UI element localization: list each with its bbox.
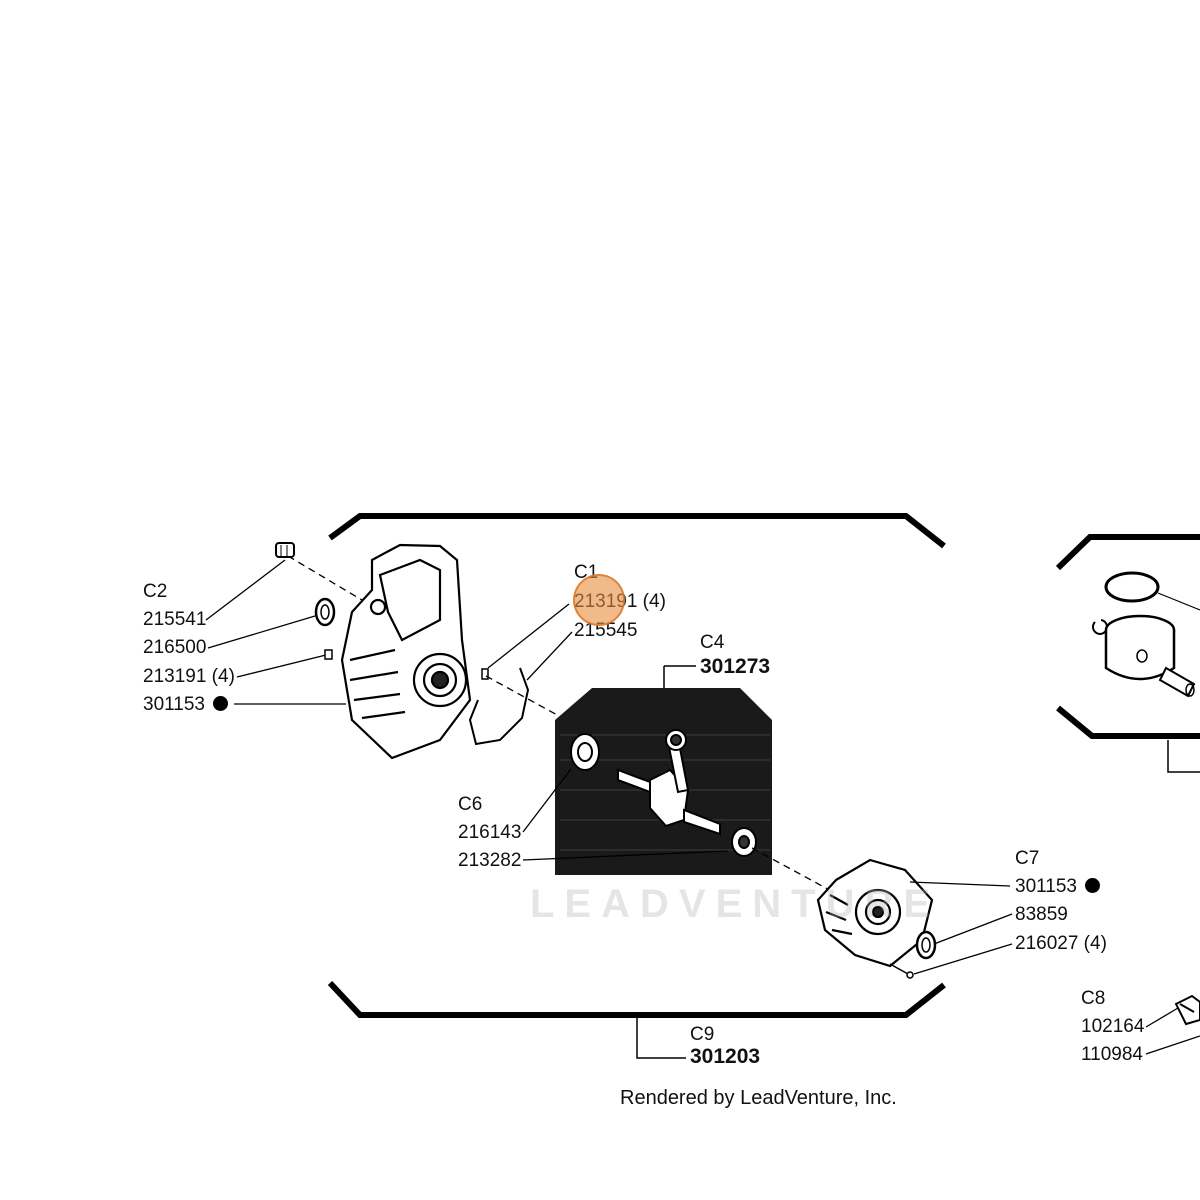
c1-leaders [487,603,573,681]
section-bracket-top [328,513,946,549]
part-number-link[interactable]: 216143 [458,822,522,843]
part-number-link[interactable]: 216500 [143,637,207,658]
c6-callout: C6 [458,794,483,815]
piston-ring [1104,571,1160,603]
part-number-text: 301153 [1015,876,1077,897]
part-number-link[interactable]: 301203 [690,1045,761,1068]
c8-leaders [1145,1007,1200,1055]
left-seal [314,597,336,627]
part-number-link[interactable]: 110984 [1081,1044,1143,1065]
right-section-bracket-top [1055,534,1200,571]
hotspot-marker[interactable] [573,574,625,626]
c9-callout: C9 [690,1024,715,1045]
part-number-link[interactable]: 102164 [1081,1016,1145,1037]
section-bracket-bottom [327,980,946,1018]
watermark: LEADVENTURE [530,882,941,926]
plug [275,542,295,558]
c1-pin [481,668,489,680]
part-number-link[interactable]: 301153 [1015,876,1100,898]
right-section-bracket-bottom [1056,705,1200,739]
part-number-link[interactable]: 216027 (4) [1015,933,1107,954]
part-number-link[interactable]: 83859 [1015,904,1068,925]
part-number-link[interactable]: 213191 (4) [143,666,235,687]
part-number-text: 301153 [143,694,205,715]
c9-leader [636,1018,686,1059]
left-crankcase-half [340,543,472,760]
crankshaft-assembly-box [555,688,772,875]
c7-leaders [909,881,1013,975]
left-pin [324,649,333,660]
c4-leader [663,665,696,688]
right-crankcase-half [816,858,934,968]
assembly-axis-left [287,555,373,607]
part-number-link[interactable]: 301273 [700,655,771,678]
screw [889,963,914,979]
gasket [468,667,530,746]
piston-pin [1158,666,1196,698]
c2-leaders [205,559,346,705]
c4-callout: C4 [700,632,725,653]
assembly-axis-right [751,847,836,894]
part-number-link[interactable]: 301153 [143,694,228,716]
c8-part [1174,994,1200,1026]
part-number-link[interactable]: 215545 [574,620,638,641]
c2-callout: C2 [143,581,168,602]
right-section-leader [1167,740,1200,773]
bullet-icon [1085,877,1100,893]
render-credit: Rendered by LeadVenture, Inc. [620,1087,897,1109]
part-number-link[interactable]: 215541 [143,609,207,630]
c7-callout: C7 [1015,848,1040,869]
bullet-icon [213,695,228,711]
c6-leaders [522,768,729,861]
piston [1104,614,1176,681]
right-seal [915,930,937,960]
c8-callout: C8 [1081,988,1106,1009]
part-number-link[interactable]: 213282 [458,850,522,871]
assembly-axis-center [485,675,571,723]
piston-clip [1092,619,1108,635]
